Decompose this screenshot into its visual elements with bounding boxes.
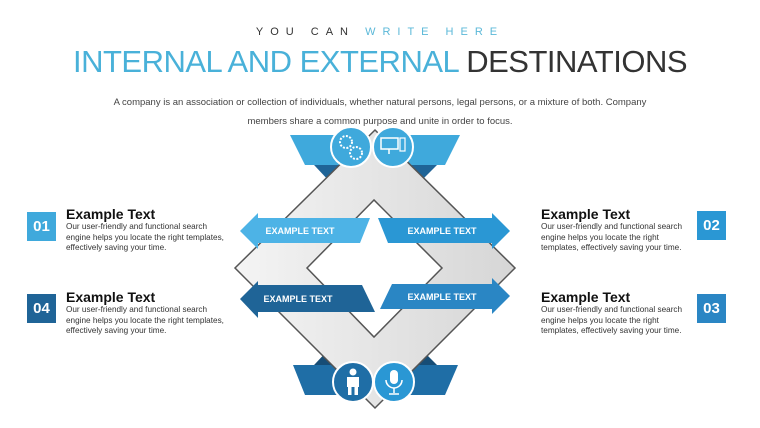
kicker-part-1: YOU CAN	[255, 26, 355, 38]
badge-03: 03	[697, 294, 726, 323]
badge-02: 02	[697, 211, 726, 240]
title-blue: INTERNAL AND EXTERNAL	[72, 44, 459, 79]
arrow-top-right[interactable]: EXAMPLE TEXT	[378, 213, 510, 249]
person-icon	[332, 361, 374, 403]
item-body: Our user-friendly and functional search …	[541, 222, 683, 252]
item-title: Example Text	[541, 206, 631, 222]
arrow-label: EXAMPLE TEXT	[265, 226, 335, 236]
kicker: YOU CAN WRITE HERE	[0, 26, 760, 38]
kicker-part-2: WRITE HERE	[365, 26, 505, 38]
arrow-label: EXAMPLE TEXT	[263, 294, 333, 304]
arrow-bottom-right[interactable]: EXAMPLE TEXT	[380, 278, 510, 314]
microphone-icon	[373, 361, 415, 403]
computer-icon	[372, 126, 414, 168]
arrow-top-left[interactable]: EXAMPLE TEXT	[240, 213, 370, 249]
arrow-bottom-left[interactable]: EXAMPLE TEXT	[240, 281, 375, 318]
item-title: Example Text	[541, 289, 631, 305]
item-body: Our user-friendly and functional search …	[541, 305, 683, 335]
description: A company is an association or collectio…	[113, 97, 647, 127]
item-04: Example Text Our user-friendly and funct…	[66, 289, 226, 337]
item-title: Example Text	[66, 206, 156, 222]
item-body: Our user-friendly and functional search …	[66, 305, 224, 335]
arrow-label: EXAMPLE TEXT	[407, 226, 477, 236]
item-01: Example Text Our user-friendly and funct…	[66, 206, 226, 254]
gears-icon	[330, 126, 372, 168]
item-02: Example Text Our user-friendly and funct…	[541, 206, 686, 254]
item-body: Our user-friendly and functional search …	[66, 222, 224, 252]
title-dark: DESTINATIONS	[466, 44, 688, 79]
page-title: INTERNAL AND EXTERNAL DESTINATIONS	[0, 44, 760, 80]
badge-04: 04	[27, 294, 56, 323]
item-title: Example Text	[66, 289, 156, 305]
arrow-label: EXAMPLE TEXT	[407, 292, 477, 302]
item-03: Example Text Our user-friendly and funct…	[541, 289, 686, 337]
badge-01: 01	[27, 212, 56, 241]
diamond-frame	[233, 128, 517, 410]
